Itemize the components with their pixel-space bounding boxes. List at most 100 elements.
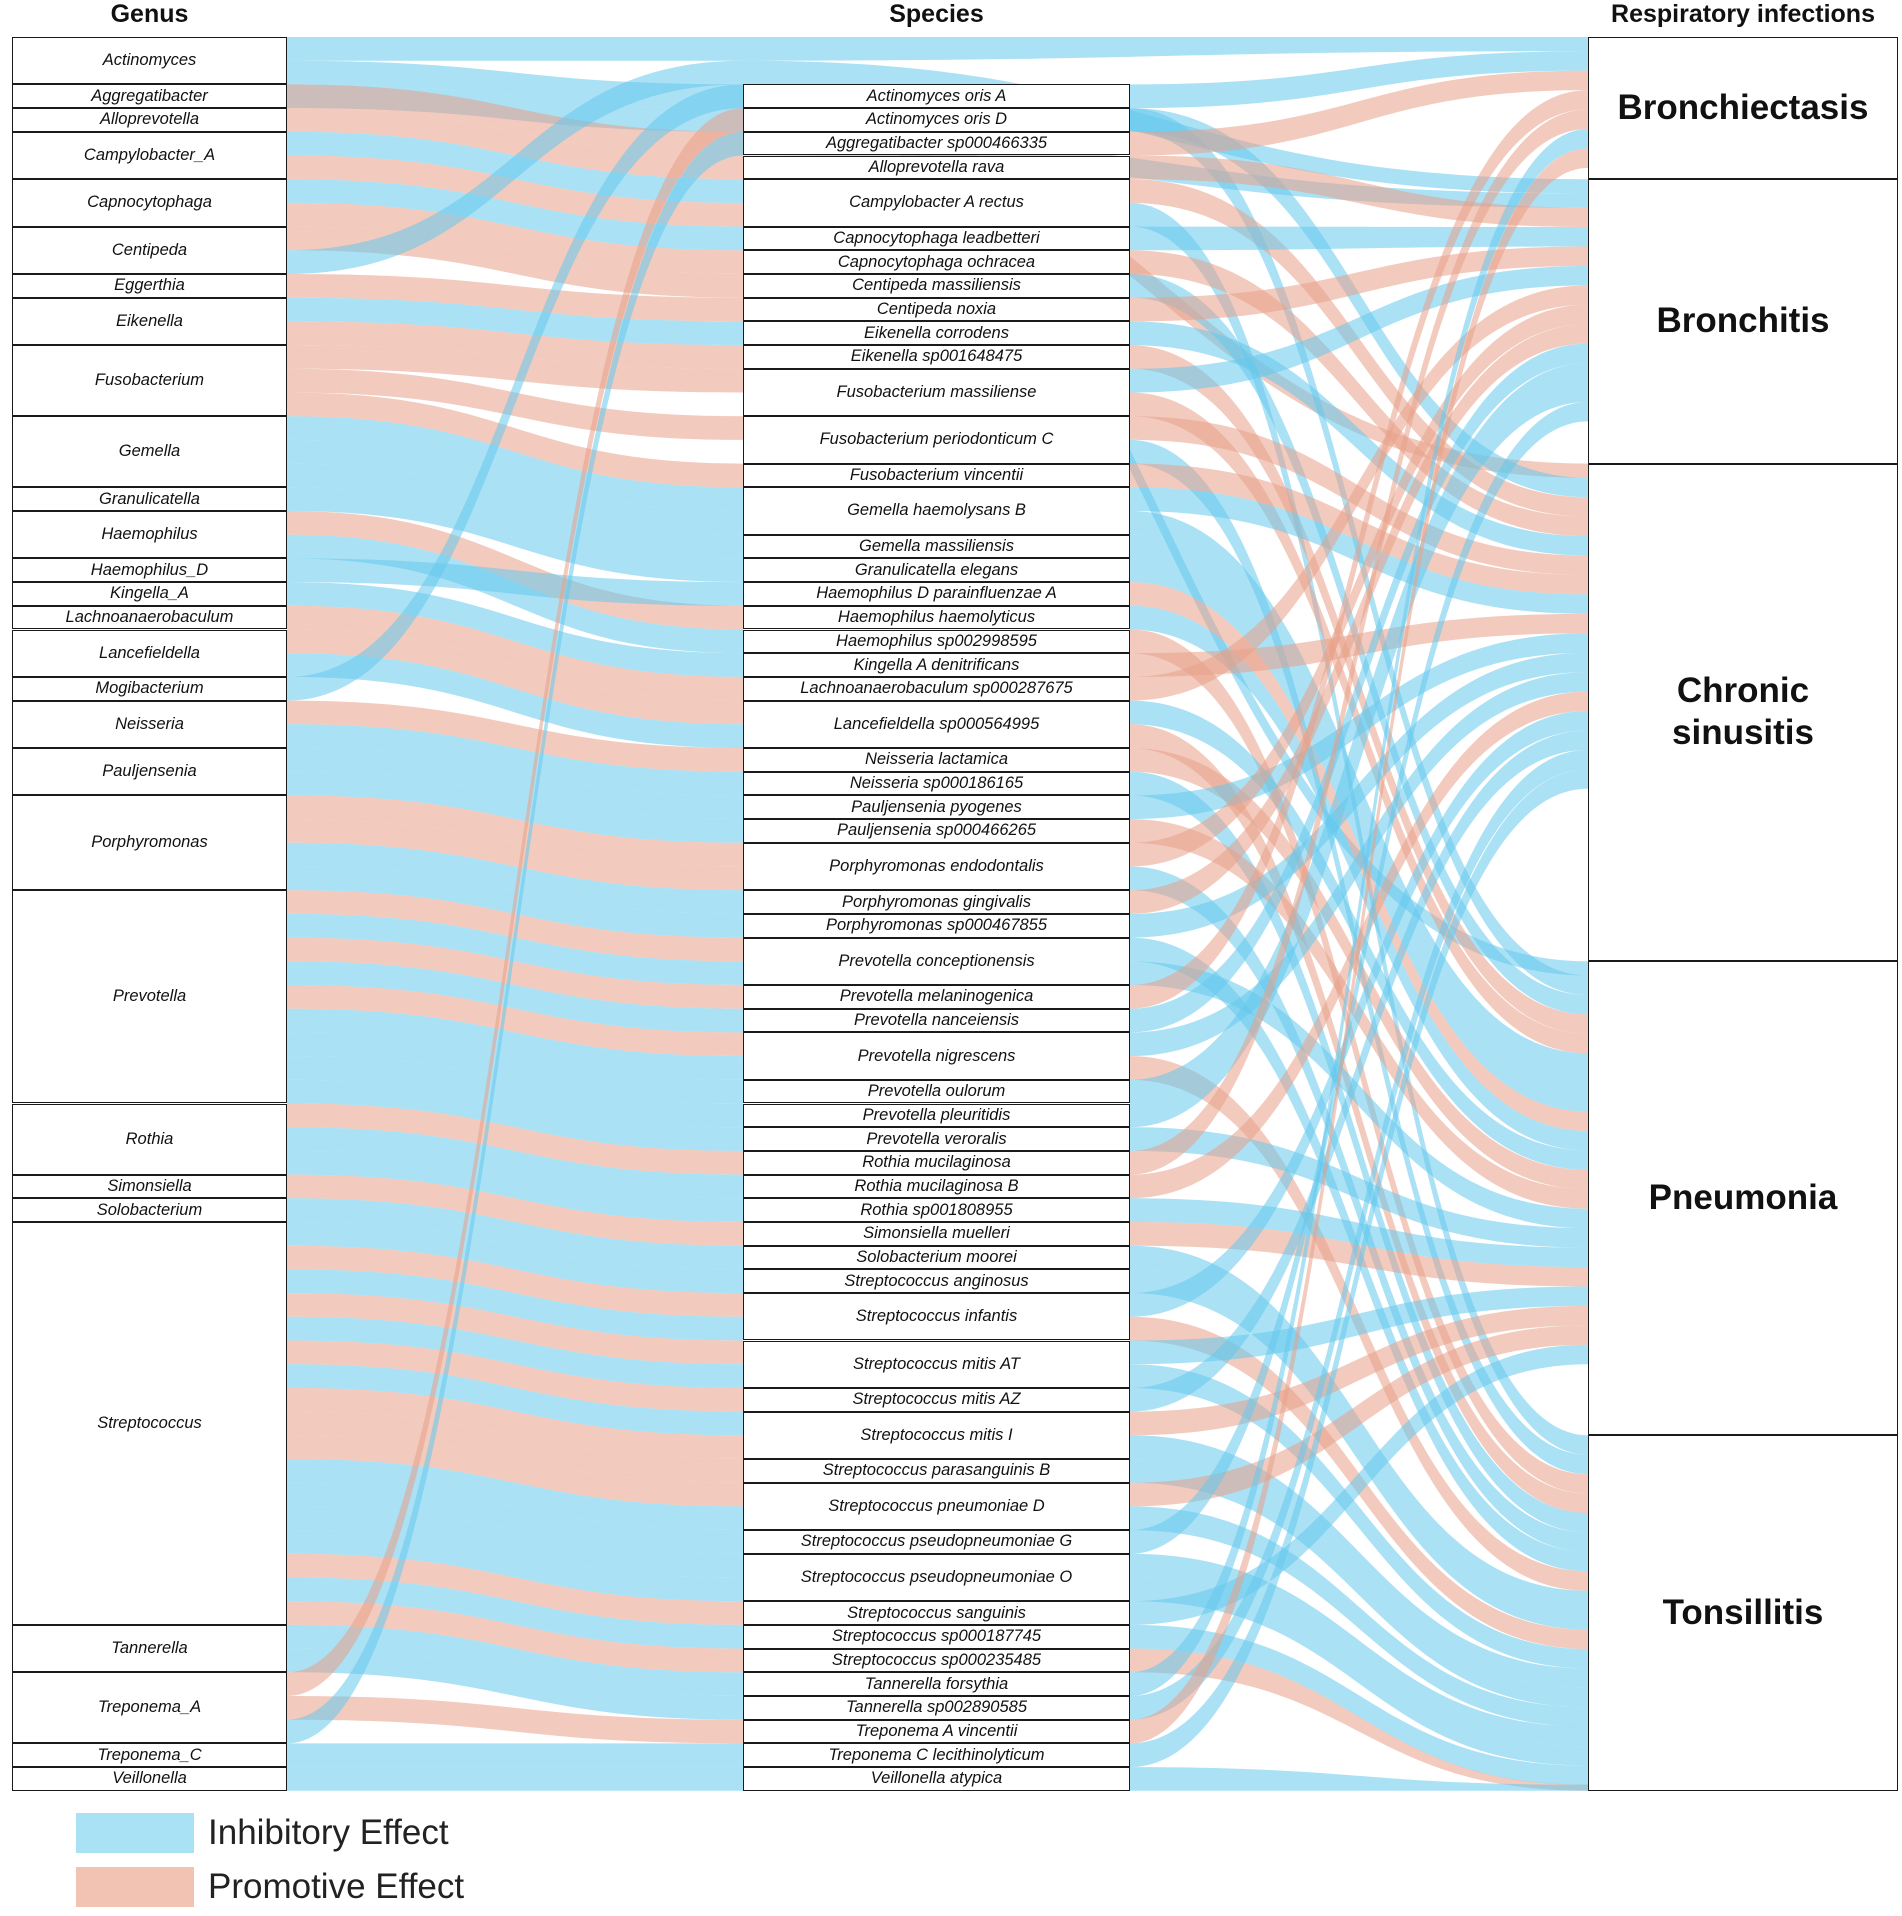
flow-species-infection-promotive [1130, 724, 1588, 1514]
species-label: Prevotella nigrescens [857, 1046, 1016, 1065]
species-node-streptococcus-sp000187745: Streptococcus sp000187745 [743, 1624, 1130, 1649]
flow-genus-species-promotive [287, 1174, 743, 1246]
genus-label: Lachnoanaerobaculum [65, 608, 234, 627]
flow-species-infection-inhibitory [1130, 558, 1588, 1112]
species-node-granulicatella-elegans: Granulicatella elegans [743, 558, 1130, 583]
species-label: Kingella A denitrificans [853, 655, 1020, 674]
species-node-streptococcus-mitis-i: Streptococcus mitis I [743, 1411, 1130, 1459]
species-node-fusobacterium-vincentii: Fusobacterium vincentii [743, 463, 1130, 488]
species-label: Streptococcus mitis AT [853, 1354, 1020, 1373]
species-label: Rothia mucilaginosa B [854, 1176, 1019, 1195]
species-node-fusobacterium-periodonticum-c: Fusobacterium periodonticum C [743, 416, 1130, 464]
genus-label: Haemophilus [101, 525, 198, 544]
species-label: Neisseria lactamica [864, 750, 1009, 769]
flow-genus-species-inhibitory [287, 1530, 743, 1602]
species-label: Prevotella conceptionensis [838, 951, 1035, 970]
flow-genus-species-inhibitory [287, 1767, 743, 1791]
flow-species-infection-inhibitory [1130, 652, 1588, 938]
species-label: Porphyromonas sp000467855 [825, 916, 1048, 935]
species-label: Alloprevotella rava [868, 157, 1005, 176]
flow-genus-species-inhibitory [287, 463, 743, 559]
infection-label: Pneumonia [1648, 1178, 1838, 1218]
species-column-header: Species [889, 0, 984, 28]
flow-species-infection-promotive [1130, 148, 1588, 1744]
species-node-veillonella-atypica: Veillonella atypica [743, 1767, 1130, 1791]
genus-label: Eikenella [116, 311, 183, 330]
species-label: Haemophilus sp002998595 [836, 631, 1037, 650]
species-label: Tannerella sp002890585 [845, 1698, 1028, 1717]
flow-genus-species-inhibitory [287, 84, 743, 701]
legend-label-promotive: Promotive Effect [208, 1867, 465, 1906]
flow-species-infection-inhibitory [1130, 108, 1588, 498]
species-label: Simonsiella muelleri [863, 1224, 1010, 1243]
flow-species-infection-inhibitory [1130, 866, 1588, 1552]
genus-label: Tannerella [111, 1639, 188, 1658]
flow-genus-species-inhibitory [287, 1056, 743, 1128]
flow-genus-species-promotive [287, 84, 743, 156]
species-node-aggregatibacter-sp000466335: Aggregatibacter sp000466335 [743, 131, 1130, 156]
flow-genus-species-inhibitory [287, 1364, 743, 1436]
flow-genus-species-inhibitory [287, 1316, 743, 1388]
infection-node-bronchitis: Bronchitis [1588, 179, 1898, 464]
species-label: Actinomyces oris D [865, 110, 1008, 129]
genus-label: Lancefieldella [99, 643, 200, 662]
flow-genus-species-promotive [287, 795, 743, 867]
flow-species-infection-inhibitory [1130, 439, 1588, 1475]
species-label: Streptococcus anginosus [844, 1271, 1029, 1290]
species-node-treponema-c-lecithinolyticum: Treponema C lecithinolyticum [743, 1743, 1130, 1768]
flow-species-infection-promotive [1130, 155, 1588, 228]
genus-node-solobacterium: Solobacterium [12, 1198, 287, 1222]
flow-genus-species-promotive [287, 985, 743, 1057]
species-label: Campylobacter A rectus [849, 193, 1024, 212]
species-node-neisseria-sp000186165: Neisseria sp000186165 [743, 771, 1130, 796]
genus-node-haemophilus-d: Haemophilus_D [12, 558, 287, 583]
species-node-lancefieldella-sp000564995: Lancefieldella sp000564995 [743, 700, 1130, 748]
genus-node-granulicatella: Granulicatella [12, 487, 287, 511]
flow-genus-species-inhibitory [287, 416, 743, 511]
flow-genus-species-inhibitory [287, 1222, 743, 1294]
genus-label: Solobacterium [96, 1200, 203, 1219]
species-label: Eikenella sp001648475 [850, 347, 1023, 366]
flow-genus-species-promotive [287, 345, 743, 393]
flow-genus-species-promotive [287, 1411, 743, 1483]
species-node-gemella-massiliensis: Gemella massiliensis [743, 534, 1130, 559]
genus-label: Treponema_C [97, 1745, 202, 1764]
flow-species-infection-promotive [1130, 70, 1588, 156]
species-label: Lachnoanaerobaculum sp000287675 [800, 679, 1073, 698]
species-label: Capnocytophaga ochracea [837, 252, 1036, 271]
species-node-tannerella-forsythia: Tannerella forsythia [743, 1672, 1130, 1696]
genus-label: Fusobacterium [94, 371, 205, 390]
species-node-prevotella-oulorum: Prevotella oulorum [743, 1079, 1130, 1104]
flow-genus-species-promotive [287, 1245, 743, 1317]
species-label: Prevotella pleuritidis [862, 1105, 1011, 1124]
flow-genus-species-promotive [287, 1435, 743, 1507]
flow-genus-species-promotive [287, 1387, 743, 1459]
species-label: Streptococcus pseudopneumoniae G [800, 1532, 1073, 1551]
flow-genus-species-inhibitory [287, 1198, 743, 1270]
species-label: Centipeda noxia [876, 300, 997, 319]
genus-node-fusobacterium: Fusobacterium [12, 345, 287, 417]
flow-genus-species-inhibitory [287, 1150, 743, 1222]
species-node-rothia-mucilaginosa: Rothia mucilaginosa [743, 1150, 1130, 1175]
genus-label: Mogibacterium [95, 679, 204, 698]
flow-genus-species-inhibitory [287, 771, 743, 843]
genus-node-eggerthia: Eggerthia [12, 274, 287, 298]
genus-column-header: Genus [110, 0, 189, 28]
genus-label: Streptococcus [97, 1413, 202, 1432]
species-label: Prevotella oulorum [867, 1082, 1006, 1101]
species-label: Treponema C lecithinolyticum [828, 1745, 1045, 1764]
species-node-prevotella-veroralis: Prevotella veroralis [743, 1127, 1130, 1151]
species-label: Streptococcus pneumoniae D [828, 1496, 1045, 1515]
species-label: Pauljensenia pyogenes [851, 797, 1022, 816]
flow-species-infection-promotive [1130, 324, 1588, 914]
flow-genus-species-inhibitory [287, 1648, 743, 1720]
flow-species-infection-inhibitory [1130, 605, 1588, 1151]
flow-species-infection-inhibitory [1130, 382, 1588, 1128]
species-label: Neisseria sp000186165 [849, 774, 1024, 793]
genus-label: Neisseria [115, 714, 184, 733]
species-label: Streptococcus parasanguinis B [822, 1461, 1051, 1480]
infection-node-chronic-sinusitis: Chronic sinusitis [1588, 463, 1898, 962]
species-node-prevotella-conceptionensis: Prevotella conceptionensis [743, 937, 1130, 985]
species-node-streptococcus-anginosus: Streptococcus anginosus [743, 1269, 1130, 1294]
flow-species-infection-promotive [1130, 1648, 1588, 1791]
